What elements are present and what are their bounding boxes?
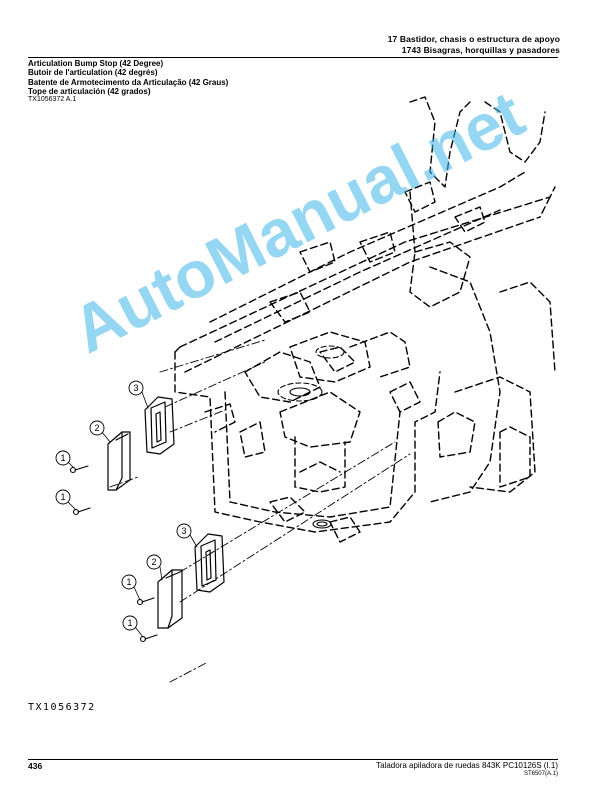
header-rule (28, 57, 558, 58)
callout-3 (128, 380, 144, 396)
page-number: 436 (28, 761, 43, 771)
title-english: Articulation Bump Stop (42 Degree) (28, 59, 164, 68)
callout-3-label: 3 (181, 526, 186, 536)
callout-1-label: 1 (126, 577, 131, 587)
pivot-hub (277, 345, 345, 529)
callout-3-label: 3 (133, 383, 138, 393)
callout-leaders (67, 391, 198, 638)
title-spanish: Tope de articulación (42 grados) (28, 87, 151, 97)
bump-stop-plate-lower (194, 533, 225, 593)
bump-stop-block-upper (107, 431, 131, 491)
callout-layer: 1 1 2 3 3 2 1 1 (55, 380, 192, 631)
bolts-lower (136, 597, 158, 643)
illustration-reference: TX1056372 A.1 (28, 96, 77, 103)
callout-3 (176, 523, 192, 539)
callout-2 (89, 420, 105, 436)
drawing-label: TX1056372 (28, 702, 96, 713)
callout-1 (121, 574, 137, 590)
document-footer: Taladora apiladora de ruedas 843K PC1012… (376, 761, 558, 770)
callout-1-label: 1 (60, 453, 65, 463)
section-header: 17 Bastidor, chasis o estructura de apoy… (387, 34, 560, 44)
document-code: ST6507(A.1) (523, 771, 558, 777)
exploded-parts-drawing (67, 96, 556, 683)
title-portuguese: Batente de Armotecimento da Articulação … (28, 77, 229, 87)
bump-stop-block-lower (157, 569, 183, 629)
callout-1 (55, 489, 71, 505)
part-titles: Articulation Bump Stop (42 Degree) Butoi… (28, 59, 228, 97)
title-french: Butoir de l'articulation (42 degrés) (28, 68, 158, 78)
callout-2-label: 2 (94, 423, 99, 433)
footer-rule (28, 759, 558, 760)
bump-stop-plate-upper (144, 396, 175, 455)
callout-1 (122, 615, 138, 631)
callout-1-label: 1 (127, 618, 132, 628)
callout-2 (146, 554, 162, 570)
callout-1-label: 1 (60, 492, 65, 502)
callout-1 (55, 450, 71, 466)
subsection-header: 1743 Bisagras, horquillas y pasadores (401, 45, 560, 55)
projection-lines (109, 339, 411, 683)
callout-2-label: 2 (151, 557, 156, 567)
